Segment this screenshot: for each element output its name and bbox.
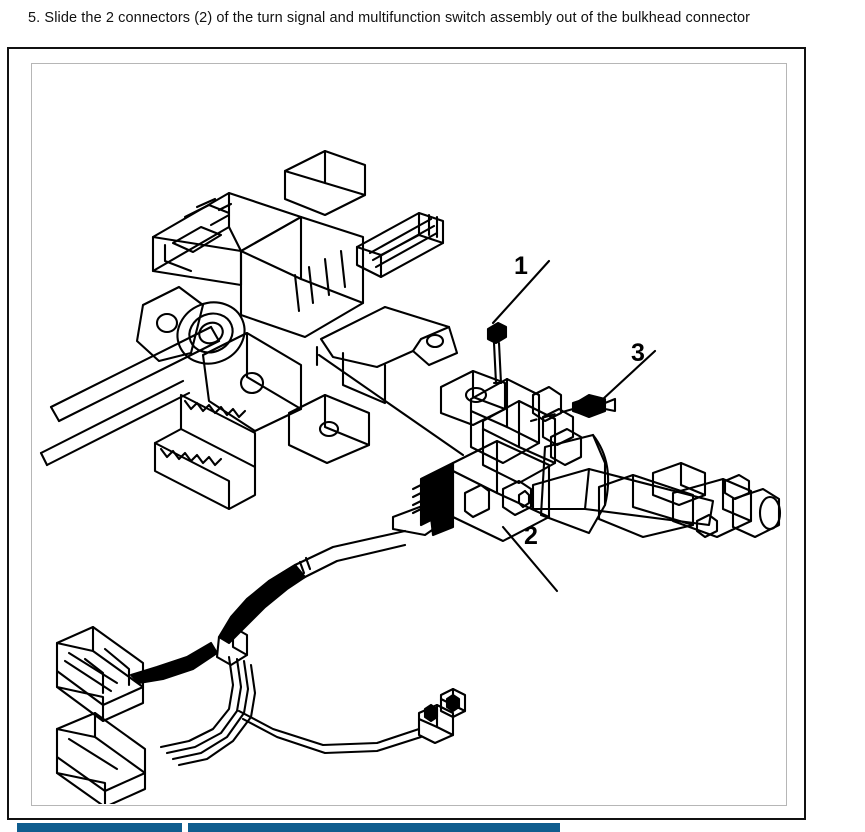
multifunction-switch-stalk-lever (531, 461, 782, 539)
callout-label-2: 2 (524, 522, 538, 550)
column-mount-lug (287, 393, 371, 465)
bottom-bar-left[interactable] (17, 823, 182, 832)
bottom-bar-strip (0, 823, 865, 832)
switch-harness-entry (391, 461, 455, 537)
callout-label-3: 3 (631, 339, 645, 367)
bearing-hub (135, 285, 246, 365)
callout-3-leader (601, 349, 657, 401)
figure-inner-frame (31, 63, 787, 806)
multifunction-switch-body (391, 369, 610, 543)
bottom-bar-right[interactable] (188, 823, 560, 832)
step-instruction-text: 5. Slide the 2 connectors (2) of the tur… (28, 10, 751, 26)
splined-shaft (355, 211, 445, 279)
steering-column-assembly (39, 149, 459, 511)
callout-1-leader (491, 259, 551, 325)
callout-label-1: 1 (514, 252, 528, 280)
bulkhead-connector-upper (55, 625, 145, 723)
upper-mounting-screw (486, 321, 508, 385)
stalk-collar-flange (539, 433, 610, 535)
column-serrated-rails (153, 393, 257, 511)
screw-alignment-dashed-line (529, 407, 575, 423)
steering-shaft (49, 325, 221, 423)
wiring-harness (55, 529, 467, 804)
small-two-pin-connector (417, 687, 467, 745)
column-to-switch-leader-line (317, 353, 465, 457)
lower-mounting-screw (571, 393, 617, 419)
bulkhead-connector-lower (55, 711, 147, 804)
instruction-line: 5. Slide the 2 connectors (2) of the tur… (0, 0, 865, 40)
callout-2-leader (501, 525, 559, 593)
exploded-view-diagram (33, 65, 785, 804)
column-clamp-arm (201, 331, 303, 433)
column-side-bracket (315, 305, 459, 405)
